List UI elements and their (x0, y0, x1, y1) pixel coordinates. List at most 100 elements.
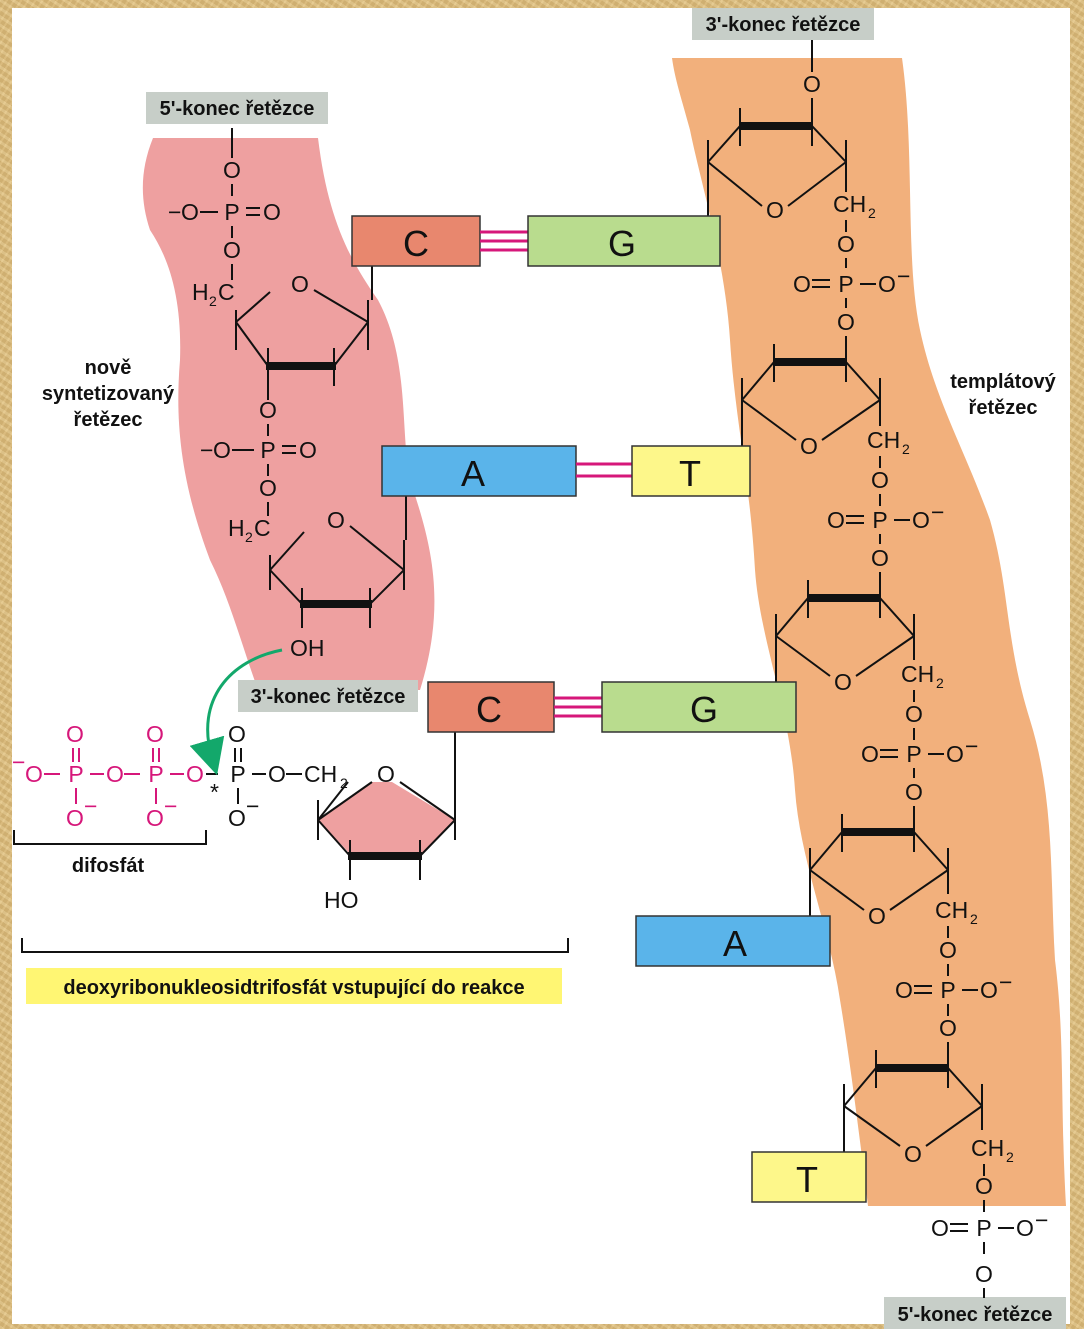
base-A-1 (381, 445, 577, 497)
svg-text:H: H (228, 515, 245, 541)
svg-text:P: P (872, 507, 887, 533)
new-strand-phosphate-2: O − O P O O H 2 C (200, 386, 317, 545)
svg-text:P: P (940, 977, 955, 1003)
svg-text:−: − (200, 437, 213, 463)
middle-end-label: 3'-konec řetězce (251, 686, 406, 708)
svg-text:*: * (210, 779, 219, 805)
svg-text:P: P (68, 761, 83, 787)
svg-text:O: O (837, 309, 855, 335)
svg-text:O: O (66, 721, 84, 747)
svg-text:2: 2 (209, 293, 217, 309)
svg-text:O: O (980, 977, 998, 1003)
svg-text:O: O (895, 977, 913, 1003)
bottom-right-end-label: 5'-konec řetězce (898, 1304, 1053, 1326)
top-left-end-box (146, 92, 328, 124)
svg-text:T: T (679, 453, 701, 494)
svg-text:O: O (181, 199, 199, 225)
svg-text:O: O (146, 721, 164, 747)
dntp-label-box (26, 968, 562, 1004)
new-strand-sugar-2: O OH (269, 507, 405, 661)
svg-text:CH: CH (935, 897, 968, 923)
new-strand-label-1: nově (85, 357, 132, 379)
base-T-1 (631, 445, 751, 497)
svg-text:O: O (912, 507, 930, 533)
svg-text:CH: CH (867, 427, 900, 453)
svg-text:−: − (999, 969, 1012, 995)
svg-text:O: O (861, 741, 879, 767)
svg-text:O: O (800, 433, 818, 459)
svg-text:O: O (827, 507, 845, 533)
svg-text:CH: CH (304, 761, 337, 787)
svg-text:O: O (291, 271, 309, 297)
base-T-unpaired-label: T (796, 1159, 818, 1200)
svg-text:O: O (878, 271, 896, 297)
svg-text:OH: OH (290, 635, 325, 661)
svg-text:2: 2 (970, 911, 978, 927)
svg-text:P: P (224, 199, 239, 225)
svg-text:−: − (164, 793, 177, 819)
svg-text:HO: HO (324, 887, 359, 913)
svg-text:O: O (975, 1261, 993, 1287)
svg-text:−: − (246, 793, 259, 819)
base-C-1 (351, 215, 481, 267)
svg-text:O: O (299, 437, 317, 463)
svg-text:O: O (377, 761, 395, 787)
base-pair-1: C G (351, 215, 721, 267)
svg-text:−: − (897, 263, 910, 289)
svg-text:P: P (906, 741, 921, 767)
template-sugar-5: O CH 2 O O P O − O (843, 1050, 1048, 1298)
svg-text:O: O (146, 805, 164, 831)
svg-text:O: O (327, 507, 345, 533)
svg-text:O: O (793, 271, 811, 297)
svg-text:O: O (213, 437, 231, 463)
svg-text:O: O (106, 761, 124, 787)
diphosphate-bracket (13, 830, 207, 845)
svg-text:−: − (12, 749, 25, 775)
svg-text:O: O (803, 71, 821, 97)
svg-text:O: O (975, 1173, 993, 1199)
svg-text:O: O (939, 937, 957, 963)
base-A-unpaired-label: A (723, 923, 747, 964)
svg-text:O: O (223, 237, 241, 263)
new-strand-phosphate-1: O − O P O O H 2 C (168, 128, 281, 309)
svg-text:O: O (766, 197, 784, 223)
svg-text:−: − (931, 499, 944, 525)
svg-text:O: O (871, 545, 889, 571)
incoming-sugar: O HO (317, 761, 456, 913)
svg-text:P: P (148, 761, 163, 787)
template-strand-band (672, 58, 1066, 1206)
svg-text:O: O (905, 701, 923, 727)
svg-text:O: O (186, 761, 204, 787)
top-left-end-label: 5'-konec řetězce (160, 98, 315, 120)
svg-text:O: O (939, 1015, 957, 1041)
svg-text:O: O (904, 1141, 922, 1167)
svg-text:O: O (905, 779, 923, 805)
svg-text:CH: CH (901, 661, 934, 687)
top-right-end-label: 3'-konec řetězce (706, 14, 861, 36)
svg-text:2: 2 (340, 775, 348, 791)
svg-text:O: O (228, 721, 246, 747)
template-sugar-2: O CH 2 O O P O − O (741, 344, 944, 596)
svg-text:P: P (976, 1215, 991, 1241)
template-sugar-1: O CH 2 O O P O − O (707, 108, 910, 360)
svg-text:2: 2 (936, 675, 944, 691)
svg-text:G: G (608, 223, 636, 264)
svg-text:2: 2 (902, 441, 910, 457)
svg-text:−: − (168, 199, 181, 225)
svg-text:O: O (259, 475, 277, 501)
svg-text:O: O (25, 761, 43, 787)
dntp-label: deoxyribonukleosidtrifosfát vstupující d… (63, 977, 524, 999)
svg-text:A: A (461, 453, 485, 494)
template-sugar-3: O CH 2 O O P O − O (775, 580, 978, 830)
svg-text:CH: CH (971, 1135, 1004, 1161)
svg-text:O: O (946, 741, 964, 767)
middle-end-box (238, 680, 418, 712)
new-strand-band (142, 138, 435, 690)
svg-text:O: O (931, 1215, 949, 1241)
svg-text:O: O (263, 199, 281, 225)
svg-text:O: O (228, 805, 246, 831)
svg-text:O: O (223, 157, 241, 183)
svg-text:O: O (259, 397, 277, 423)
new-strand-label-3: řetězec (74, 409, 143, 431)
